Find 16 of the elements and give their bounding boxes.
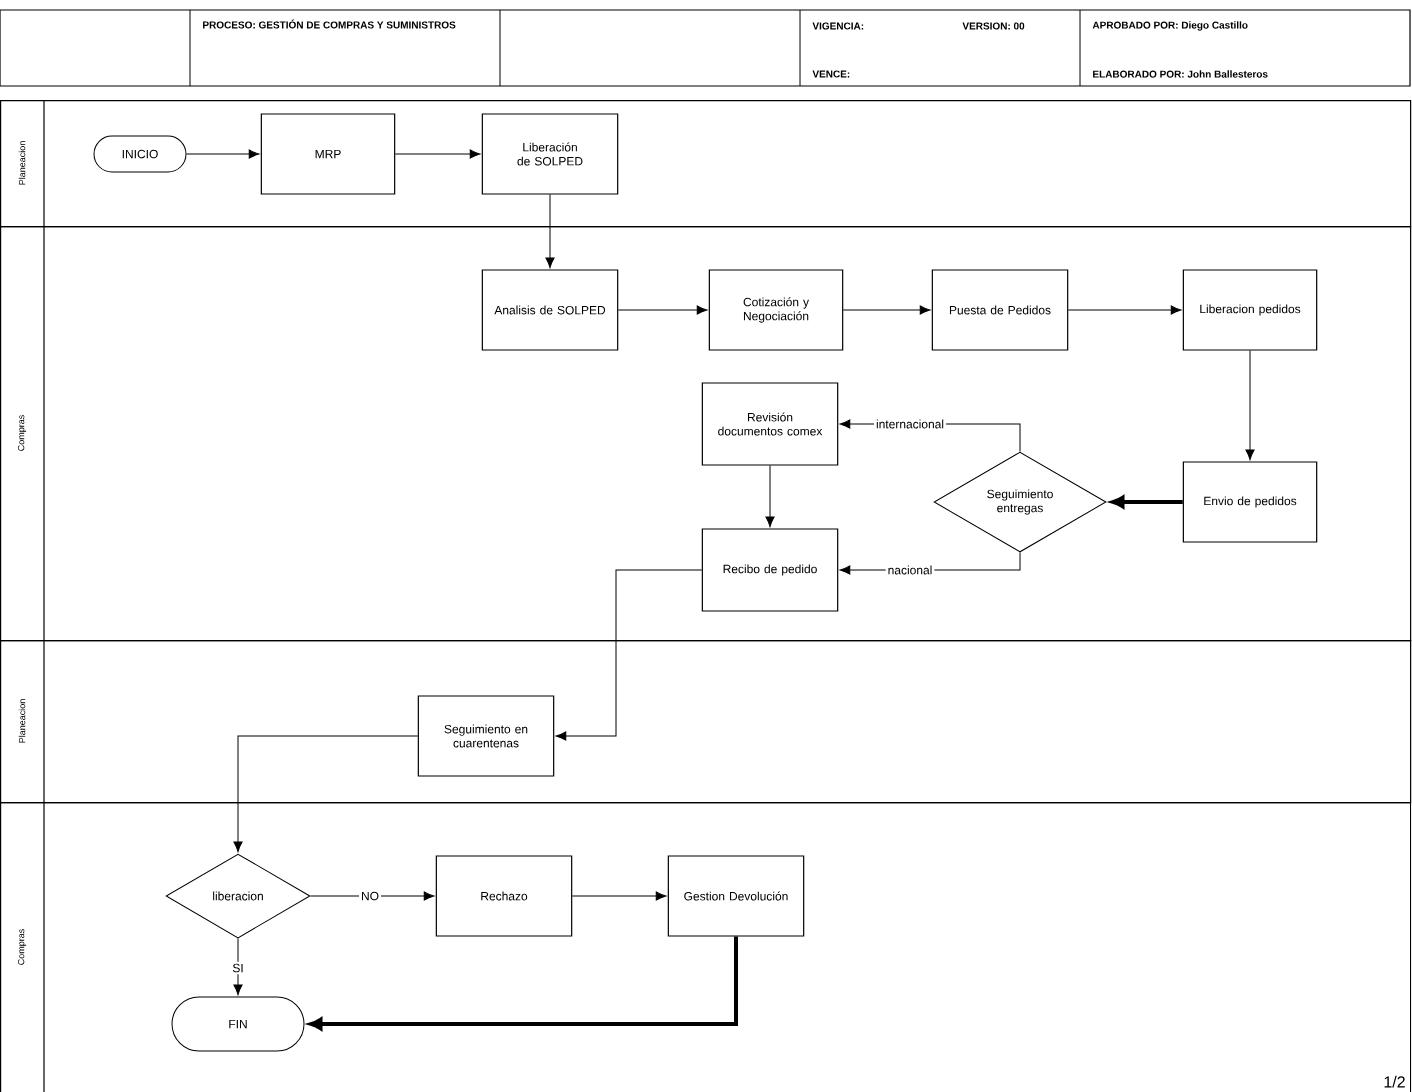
arrow [310, 891, 435, 901]
arrow [765, 465, 775, 528]
arrow [394, 149, 481, 159]
arrow [545, 194, 555, 269]
arrow [309, 936, 738, 1031]
arrow [1245, 350, 1255, 461]
arrow [1067, 305, 1182, 315]
page-number: 1/2 [1384, 1075, 1405, 1088]
arrow [1111, 495, 1183, 509]
arrow [571, 891, 667, 901]
arrow [617, 305, 708, 315]
arrow [842, 305, 931, 315]
arrow [186, 149, 260, 159]
arrow [555, 569, 703, 741]
arrow [233, 938, 243, 996]
arrow [233, 735, 419, 853]
